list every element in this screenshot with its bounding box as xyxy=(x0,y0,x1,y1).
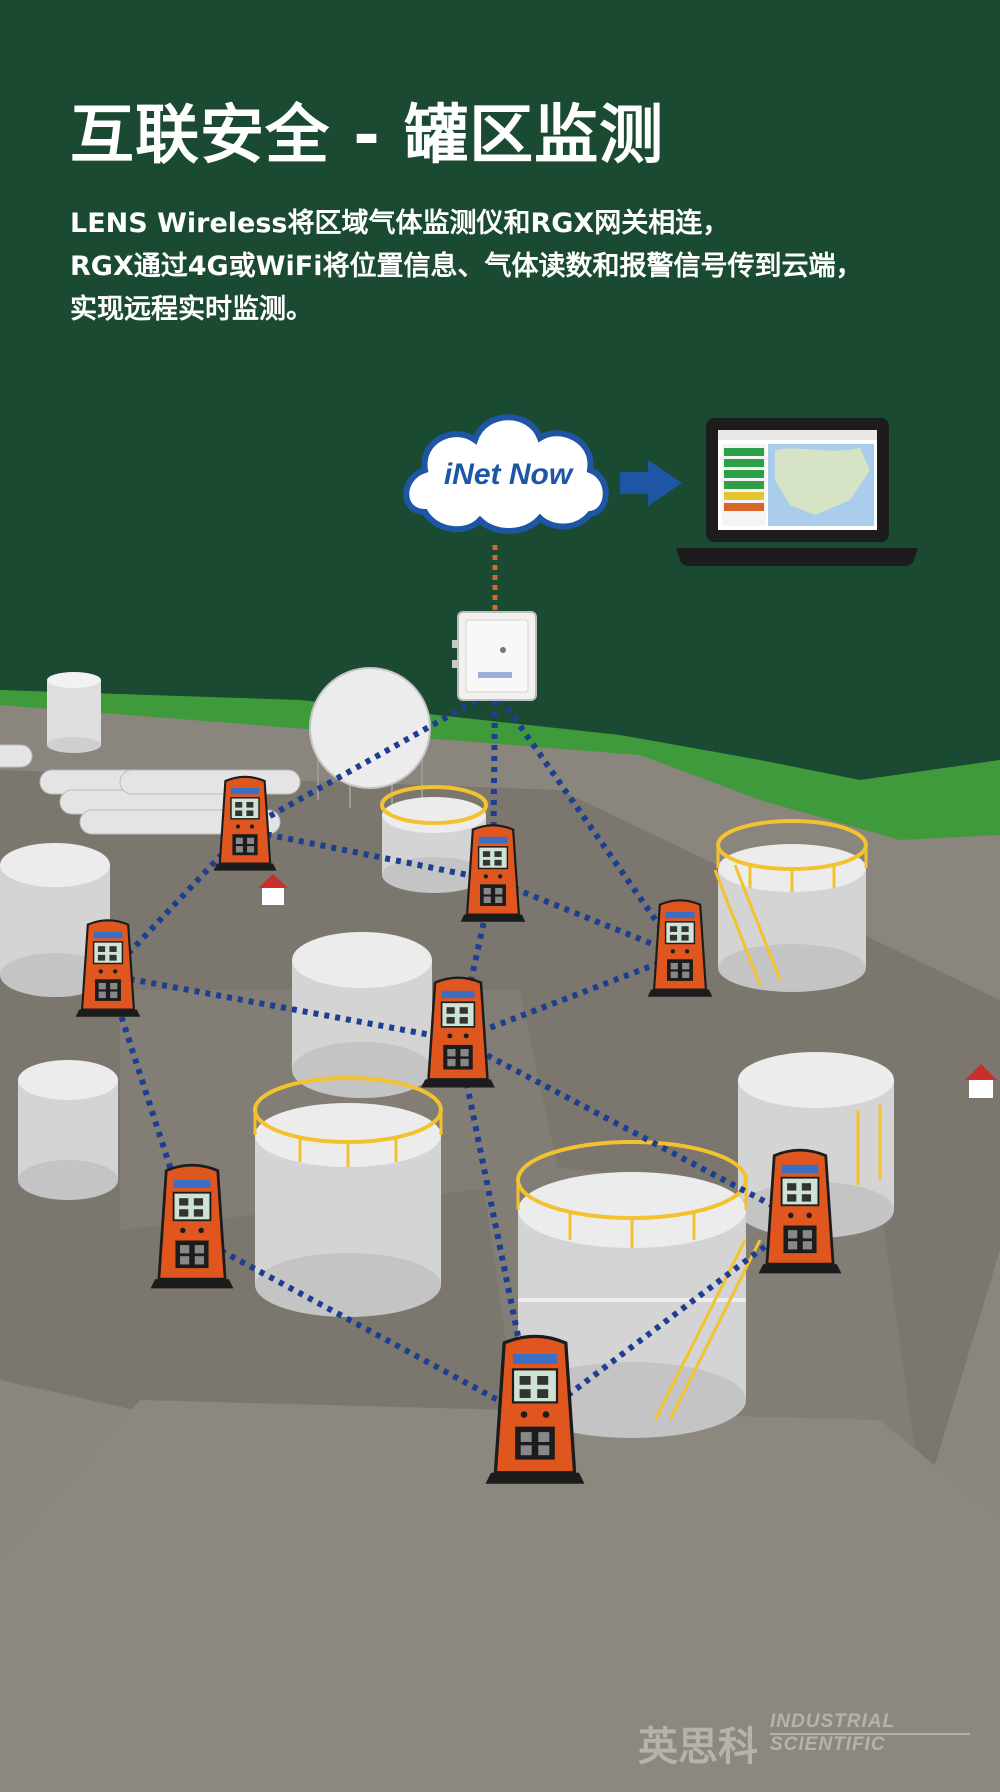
cloud-label: iNet Now xyxy=(443,458,573,491)
gas-monitor xyxy=(150,1163,234,1289)
brand-name-en-line-1: INDUSTRIAL xyxy=(770,1711,896,1732)
gas-monitor xyxy=(421,976,495,1088)
brand-name-en-line-2: SCIENTIFIC xyxy=(770,1734,886,1755)
arrow-right-icon xyxy=(620,460,682,506)
gas-monitor xyxy=(758,1148,842,1274)
brand-name-cn: 英思科 xyxy=(638,1724,758,1770)
gas-monitor xyxy=(647,899,713,997)
laptop-icon xyxy=(676,418,918,566)
description-line-1: LENS Wireless将区域气体监测仪和RGX网关相连， xyxy=(70,208,730,239)
description-line-2: RGX通过4G或WiFi将位置信息、气体读数和报警信号传到云端， xyxy=(70,251,863,282)
description-line-3: 实现远程实时监测。 xyxy=(70,294,313,325)
description: LENS Wireless将区域气体监测仪和RGX网关相连， RGX通过4G或W… xyxy=(70,202,970,331)
gas-monitor xyxy=(460,824,526,922)
page-title: 互联安全 - 罐区监测 xyxy=(70,99,665,173)
gas-monitor xyxy=(75,919,141,1017)
brand-divider xyxy=(770,1733,970,1735)
gas-monitor xyxy=(213,775,277,871)
inet-now-cloud xyxy=(403,414,609,534)
brand-name-en: INDUSTRIAL SCIENTIFIC xyxy=(770,1710,950,1756)
gas-monitor xyxy=(485,1334,585,1484)
rgx-gateway xyxy=(452,611,537,701)
